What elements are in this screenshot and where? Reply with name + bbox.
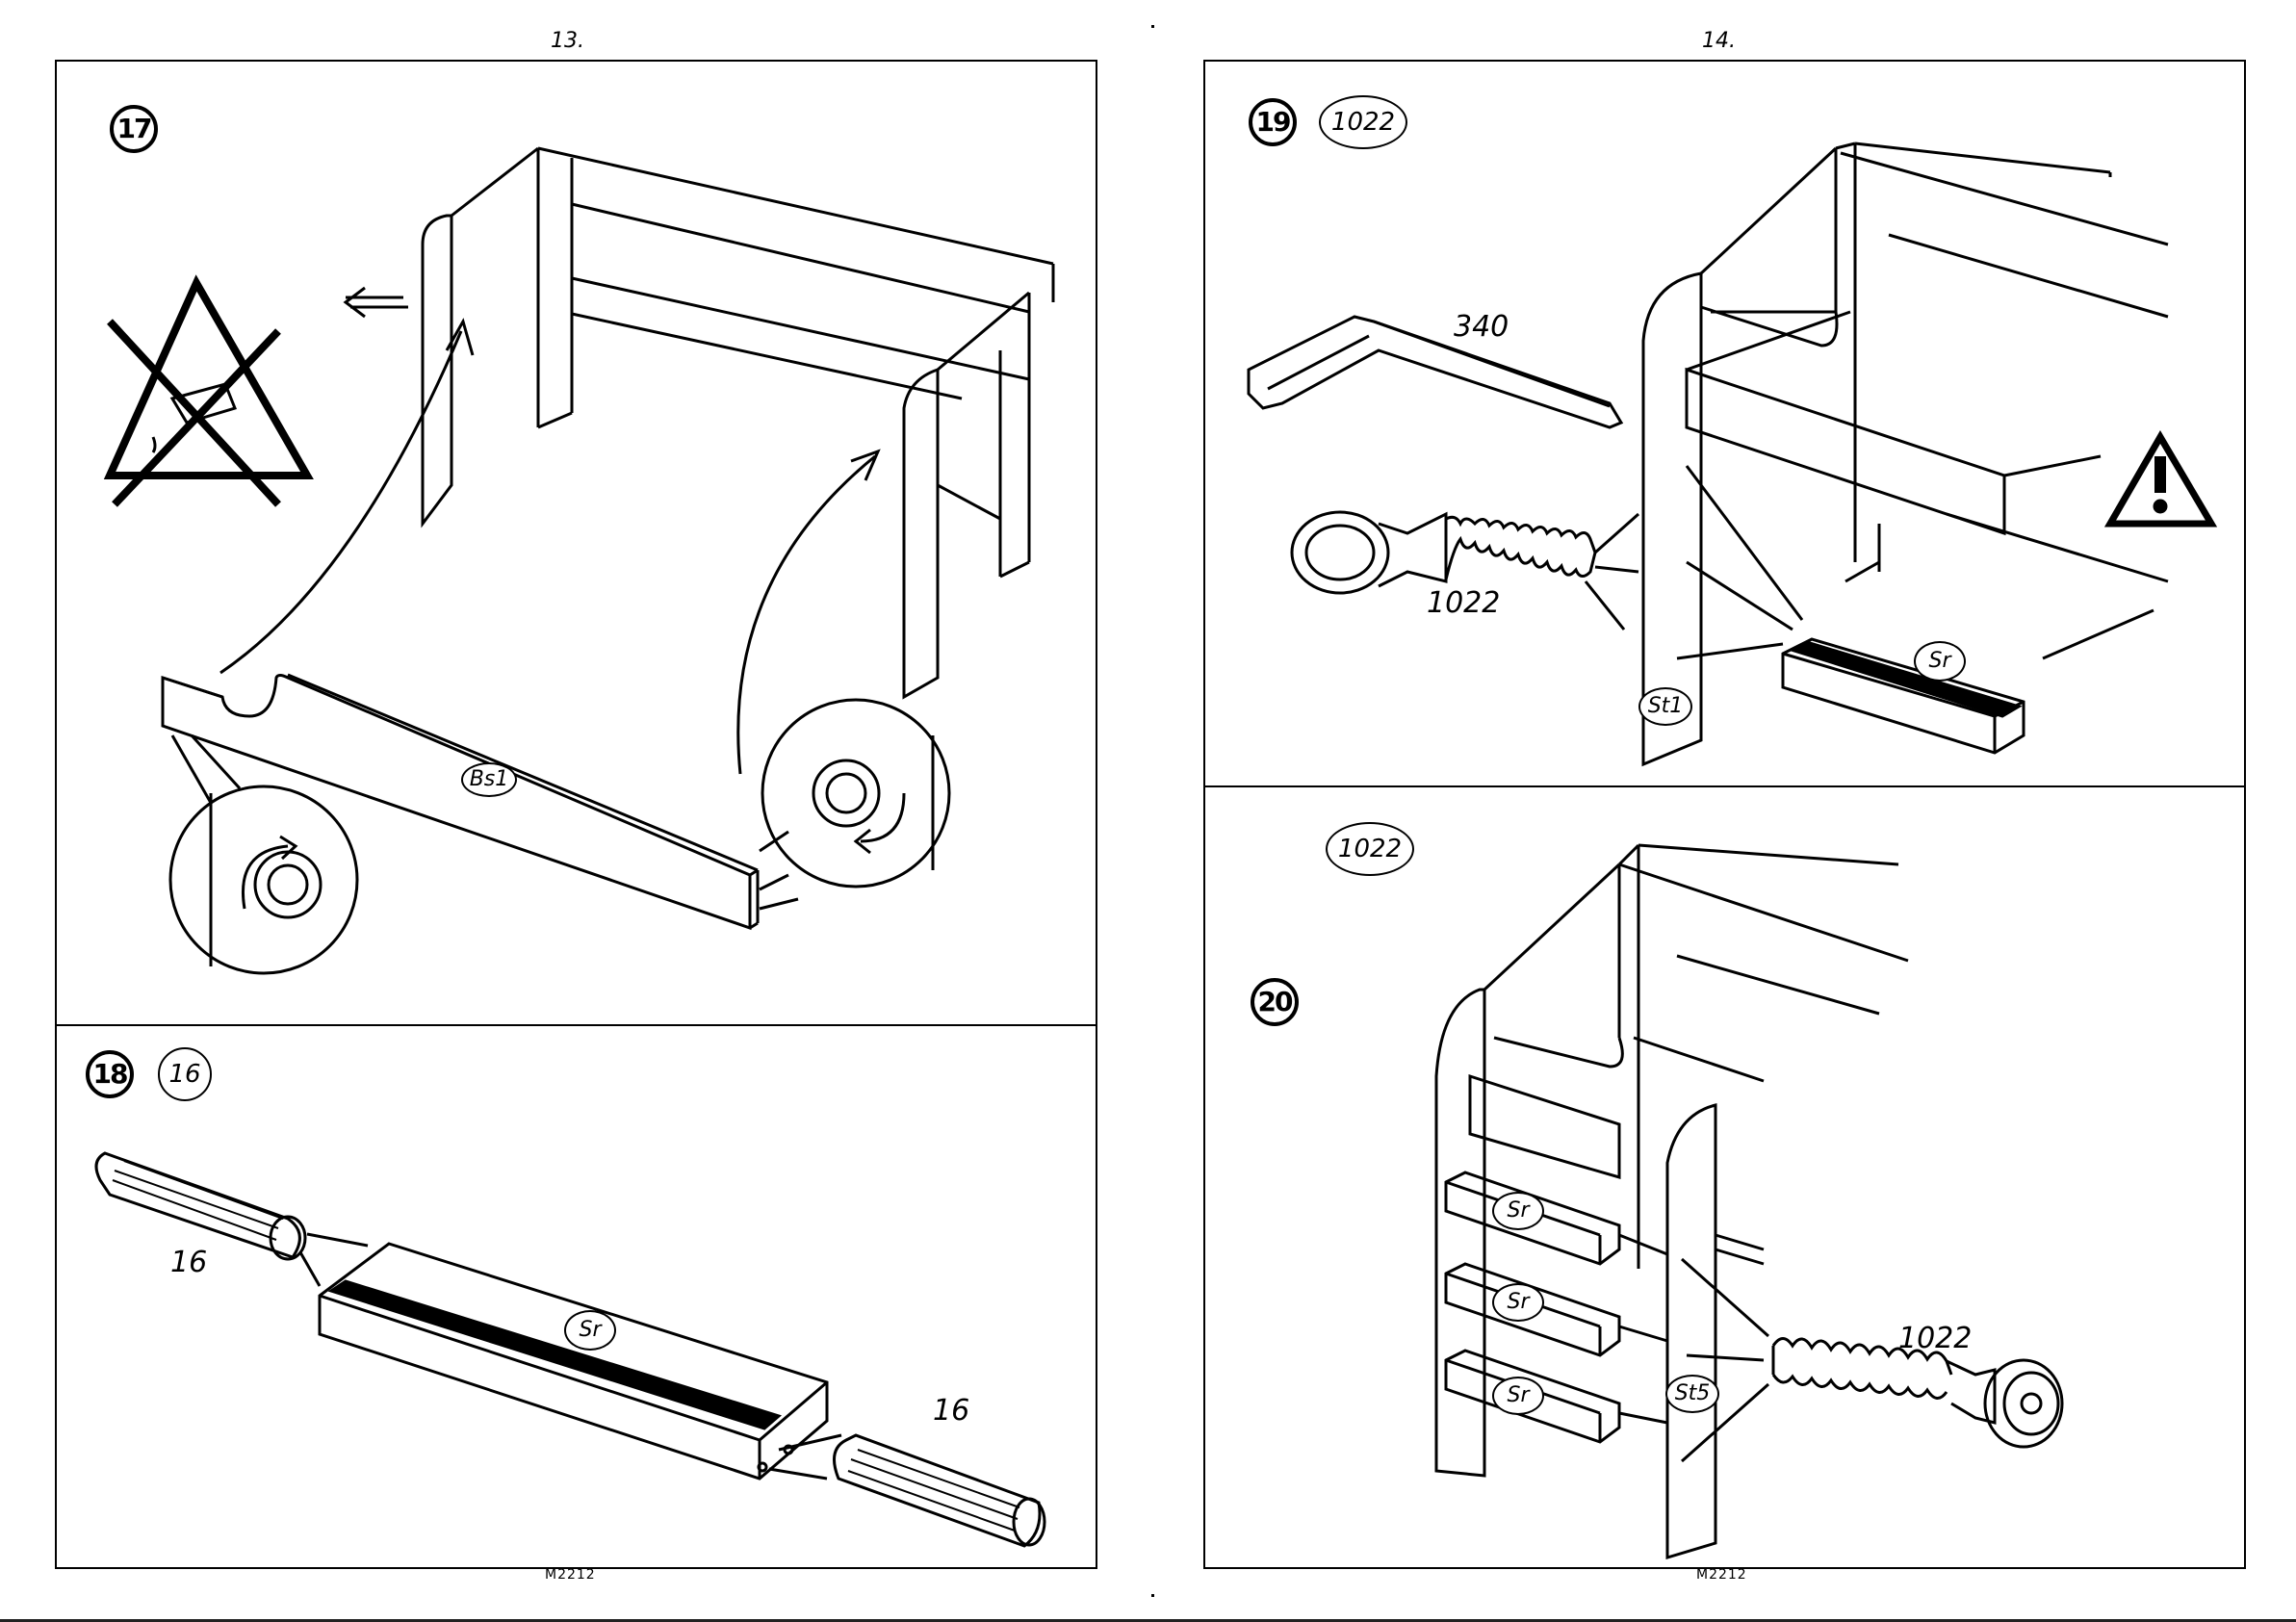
- step-17-illustration: [57, 62, 1099, 1028]
- zoom-circle-right: [762, 700, 949, 887]
- fold-mark-bottom: [1151, 1594, 1154, 1597]
- rung-sr: [1783, 639, 2024, 753]
- dowel-left: [96, 1153, 305, 1259]
- zoom-circle-left: [170, 786, 357, 973]
- part-tag-st1: St1: [1638, 687, 1692, 726]
- step-20-panel: 1022 20 1022 Sr Sr Sr St5: [1203, 785, 2246, 1569]
- page-number-right: 14.: [1702, 29, 1736, 53]
- left-end-panel: [423, 216, 451, 524]
- part-reference: 1022: [1326, 822, 1414, 876]
- dowel-left-callout: 16: [170, 1246, 207, 1279]
- dowel-right-callout: 16: [933, 1394, 969, 1428]
- step-number: 18: [86, 1050, 134, 1098]
- step-number: 19: [1249, 98, 1297, 146]
- rail-bs1: [163, 675, 758, 928]
- step-number: 17: [110, 105, 158, 153]
- bolt-callout: 1022: [1427, 586, 1500, 620]
- no-glue-warning-icon: [110, 283, 307, 504]
- part-tag-sr-3: Sr: [1492, 1377, 1544, 1415]
- hex-key-callout: 340: [1454, 310, 1509, 344]
- bolt-1022: [1292, 512, 1595, 593]
- page-number-left: 13.: [551, 29, 584, 53]
- part-tag-sr: Sr: [1914, 641, 1966, 682]
- step-18-panel: 18 16 16 16 Sr: [55, 1024, 1097, 1569]
- footer-code-left: M2212: [545, 1567, 596, 1583]
- hex-key-340: [1249, 317, 1621, 427]
- rotate-clockwise-icon: [243, 846, 288, 909]
- push-direction-arrows: [346, 288, 408, 317]
- insert-arrow-right: [738, 456, 875, 774]
- step-19-illustration: [1205, 62, 2248, 789]
- warning-triangle-icon: [2110, 437, 2211, 524]
- part-tag-sr-1: Sr: [1492, 1192, 1544, 1230]
- part-reference: 16: [158, 1047, 212, 1101]
- left-post: [1436, 990, 1484, 1476]
- part-tag-bs1: Bs1: [461, 762, 517, 797]
- dowel-right: [835, 1435, 1045, 1546]
- part-tag-sr-2: Sr: [1492, 1283, 1544, 1322]
- step-18-illustration: [57, 1026, 1099, 1571]
- right-end-panel: [904, 370, 938, 697]
- bolt-callout: 1022: [1898, 1322, 1972, 1355]
- part-tag-sr: Sr: [564, 1310, 616, 1351]
- post-st5: [1667, 1105, 1716, 1558]
- part-tag-st5: St5: [1665, 1375, 1719, 1413]
- step-19-panel: 19 1022 340 1022 Sr St1: [1203, 60, 2246, 787]
- step-20-illustration: [1205, 787, 2248, 1571]
- step-17-panel: 17 Bs1: [55, 60, 1097, 1026]
- footer-code-right: M2212: [1696, 1567, 1747, 1583]
- step-number: 20: [1251, 978, 1299, 1026]
- part-reference: 1022: [1319, 95, 1407, 149]
- fold-mark-top: [1151, 25, 1154, 28]
- rung-sr: [320, 1244, 827, 1479]
